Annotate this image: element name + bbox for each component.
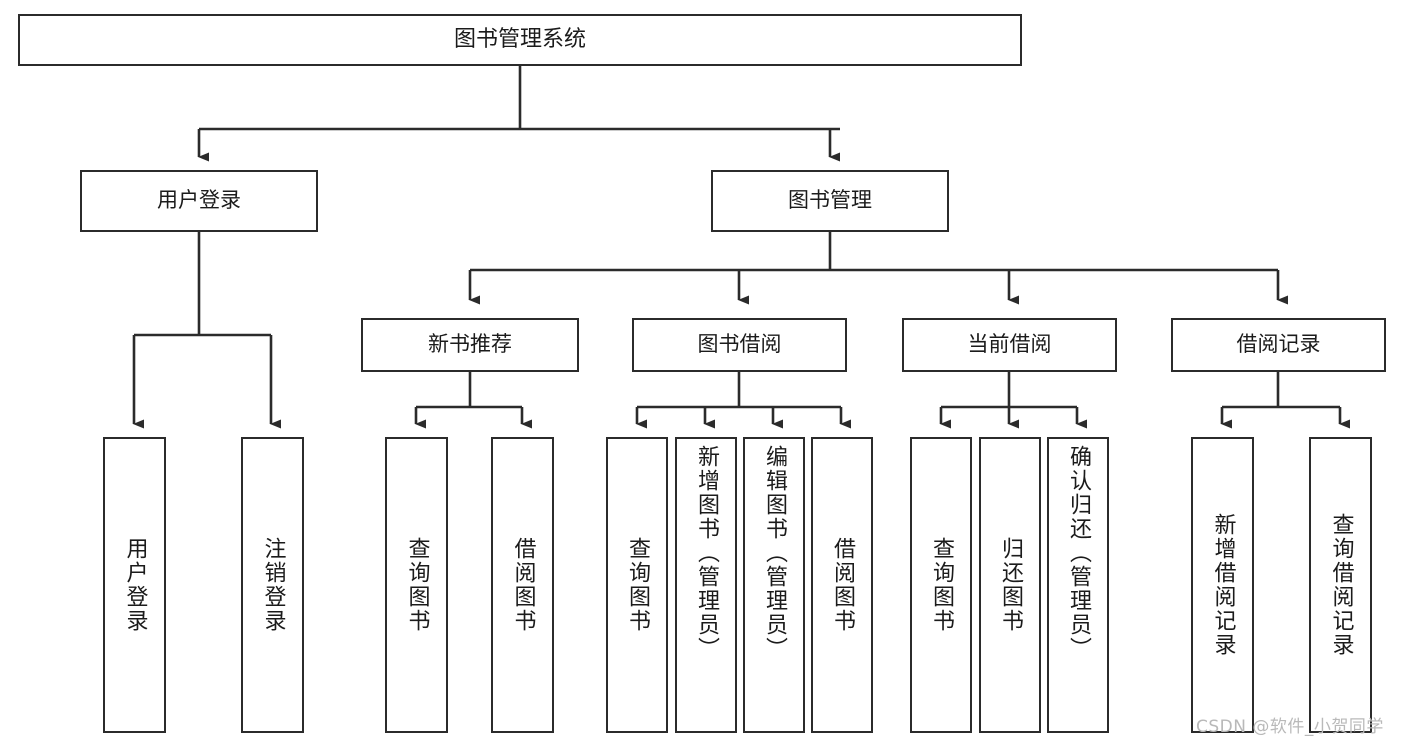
node-leaf-return-book[interactable]: 归还图书 xyxy=(979,437,1041,733)
node-leaf-borrow-book-1-label: 借阅图书 xyxy=(510,537,536,633)
node-leaf-query-borrow-record[interactable]: 查询借阅记录 xyxy=(1309,437,1372,733)
node-new-book-recommend[interactable]: 新书推荐 xyxy=(361,318,579,372)
node-leaf-user-login[interactable]: 用户登录 xyxy=(103,437,166,733)
node-user-login-label: 用户登录 xyxy=(157,188,241,213)
node-leaf-add-book-admin[interactable]: 新增图书（管理员） xyxy=(675,437,737,733)
node-leaf-borrow-book-2[interactable]: 借阅图书 xyxy=(811,437,873,733)
node-leaf-confirm-return-admin-label: 确认归还（管理员） xyxy=(1066,445,1091,661)
node-book-borrow[interactable]: 图书借阅 xyxy=(632,318,847,372)
node-current-borrow-label: 当前借阅 xyxy=(967,332,1052,357)
node-leaf-borrow-book-1[interactable]: 借阅图书 xyxy=(491,437,554,733)
node-leaf-return-book-label: 归还图书 xyxy=(998,537,1023,633)
watermark-text: CSDN @软件_小贺同学 xyxy=(1196,717,1384,737)
node-leaf-confirm-return-admin[interactable]: 确认归还（管理员） xyxy=(1047,437,1109,733)
node-new-book-recommend-label: 新书推荐 xyxy=(428,332,512,357)
node-root-label: 图书管理系统 xyxy=(453,26,586,52)
node-leaf-query-book-2[interactable]: 查询图书 xyxy=(606,437,668,733)
node-borrow-record-label: 借阅记录 xyxy=(1236,332,1321,357)
node-leaf-edit-book-admin-label: 编辑图书（管理员） xyxy=(762,445,787,661)
node-leaf-borrow-book-2-label: 借阅图书 xyxy=(830,537,855,633)
node-leaf-logout-login[interactable]: 注销登录 xyxy=(241,437,304,733)
node-book-management[interactable]: 图书管理 xyxy=(711,170,949,232)
node-borrow-record[interactable]: 借阅记录 xyxy=(1171,318,1386,372)
node-leaf-query-book-1[interactable]: 查询图书 xyxy=(385,437,448,733)
node-leaf-add-borrow-record[interactable]: 新增借阅记录 xyxy=(1191,437,1254,733)
node-current-borrow[interactable]: 当前借阅 xyxy=(902,318,1117,372)
node-leaf-query-book-2-label: 查询图书 xyxy=(625,537,650,633)
node-leaf-query-book-1-label: 查询图书 xyxy=(404,537,430,633)
node-user-login[interactable]: 用户登录 xyxy=(80,170,318,232)
node-book-management-label: 图书管理 xyxy=(788,188,872,213)
node-leaf-query-book-3-label: 查询图书 xyxy=(929,537,954,633)
node-leaf-logout-login-label: 注销登录 xyxy=(260,537,286,633)
node-root[interactable]: 图书管理系统 xyxy=(18,14,1022,66)
node-book-borrow-label: 图书借阅 xyxy=(697,332,782,357)
node-leaf-user-login-label: 用户登录 xyxy=(122,537,148,633)
node-leaf-edit-book-admin[interactable]: 编辑图书（管理员） xyxy=(743,437,805,733)
node-leaf-add-book-admin-label: 新增图书（管理员） xyxy=(694,445,719,661)
node-leaf-add-borrow-record-label: 新增借阅记录 xyxy=(1210,513,1236,657)
node-leaf-query-borrow-record-label: 查询借阅记录 xyxy=(1328,513,1354,657)
node-leaf-query-book-3[interactable]: 查询图书 xyxy=(910,437,972,733)
